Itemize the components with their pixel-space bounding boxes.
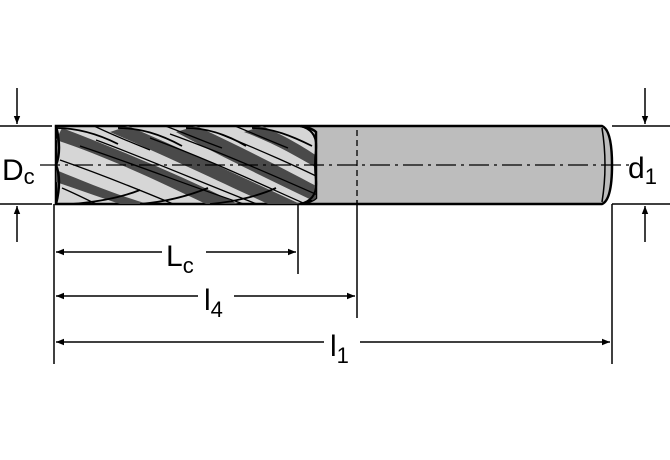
- l4-label: l4: [204, 284, 223, 322]
- d1-label: d1: [628, 152, 657, 189]
- l1-dimension: l1: [56, 326, 610, 368]
- extension-lines: [0, 125, 670, 364]
- center-line: [40, 130, 630, 200]
- l4-dimension: l4: [56, 280, 355, 322]
- lc-label: Lc: [166, 240, 194, 278]
- l1-label: l1: [330, 330, 349, 368]
- dc-dimension: Dc: [2, 88, 35, 242]
- dc-label: Dc: [2, 154, 35, 189]
- d1-dimension: d1: [628, 88, 657, 242]
- lc-dimension: Lc: [56, 236, 296, 278]
